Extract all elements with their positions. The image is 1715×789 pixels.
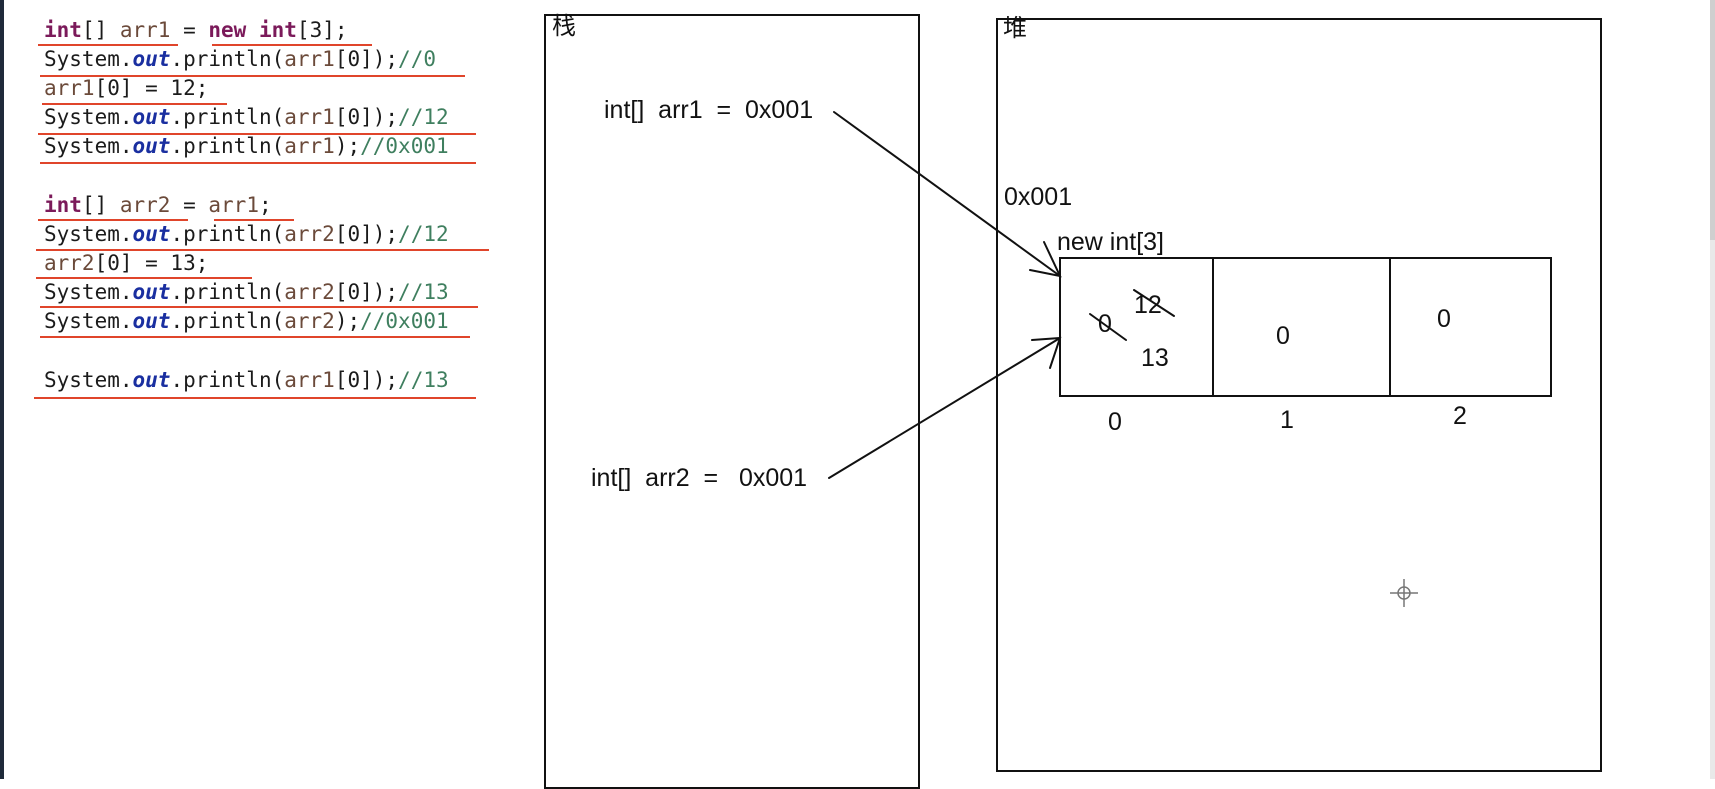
underline-mark <box>212 44 372 46</box>
underline-mark <box>38 133 476 135</box>
code-line-2: System.out.println(arr1[0]);//0 <box>44 47 436 71</box>
code-line-4: System.out.println(arr1[0]);//12 <box>44 105 449 129</box>
heap-region <box>996 18 1602 772</box>
arrow-arr1-to-array <box>833 111 1061 277</box>
heap-title: 堆 <box>1003 14 1027 42</box>
stack-title: 栈 <box>552 12 576 40</box>
underline-mark <box>40 336 470 338</box>
underline-mark <box>38 44 178 46</box>
index-0: 0 <box>1108 408 1122 436</box>
code-line-11: System.out.println(arr1[0]);//13 <box>44 368 449 392</box>
scrollbar-thumb[interactable] <box>1710 0 1715 240</box>
crosshair-cursor-icon <box>1390 579 1418 607</box>
stack-ref-arr1: int[] arr1 = 0x001 <box>604 96 814 124</box>
array-cell-2 <box>1389 257 1552 397</box>
code-line-10: System.out.println(arr2);//0x001 <box>44 309 449 333</box>
new-array-label: new int[3] <box>1057 228 1165 256</box>
window-edge-left <box>0 0 4 779</box>
strike-old-0 <box>1089 313 1127 341</box>
underline-mark <box>34 397 476 399</box>
cell1-value: 0 <box>1276 322 1290 350</box>
arrow-head-arr2 <box>1031 336 1062 369</box>
code-line-9: System.out.println(arr2[0]);//13 <box>44 280 449 304</box>
scrollbar[interactable] <box>1710 0 1715 779</box>
underline-mark <box>40 162 476 164</box>
arrow-head-arr1 <box>1029 241 1062 278</box>
code-line-6: int[] arr2 = arr1; <box>44 193 272 217</box>
underline-mark <box>40 75 465 77</box>
arrow-arr2-to-array <box>828 337 1061 479</box>
index-1: 1 <box>1280 406 1294 434</box>
heap-address: 0x001 <box>1004 183 1073 211</box>
cell2-value: 0 <box>1437 305 1451 333</box>
code-line-5: System.out.println(arr1);//0x001 <box>44 134 449 158</box>
strike-old-12 <box>1133 289 1175 317</box>
underline-mark <box>38 219 188 221</box>
code-line-1: int[] arr1 = new int[3]; <box>44 18 348 42</box>
code-line-8: arr2[0] = 13; <box>44 251 209 275</box>
index-2: 2 <box>1453 402 1467 430</box>
code-line-7: System.out.println(arr2[0]);//12 <box>44 222 449 246</box>
underline-mark <box>214 219 294 221</box>
underline-mark <box>42 103 227 105</box>
underline-mark <box>36 277 252 279</box>
cell0-value: 13 <box>1141 344 1169 372</box>
stack-ref-arr2: int[] arr2 = 0x001 <box>591 464 808 492</box>
code-line-3: arr1[0] = 12; <box>44 76 209 100</box>
underline-mark <box>36 249 489 251</box>
underline-mark <box>40 306 478 308</box>
